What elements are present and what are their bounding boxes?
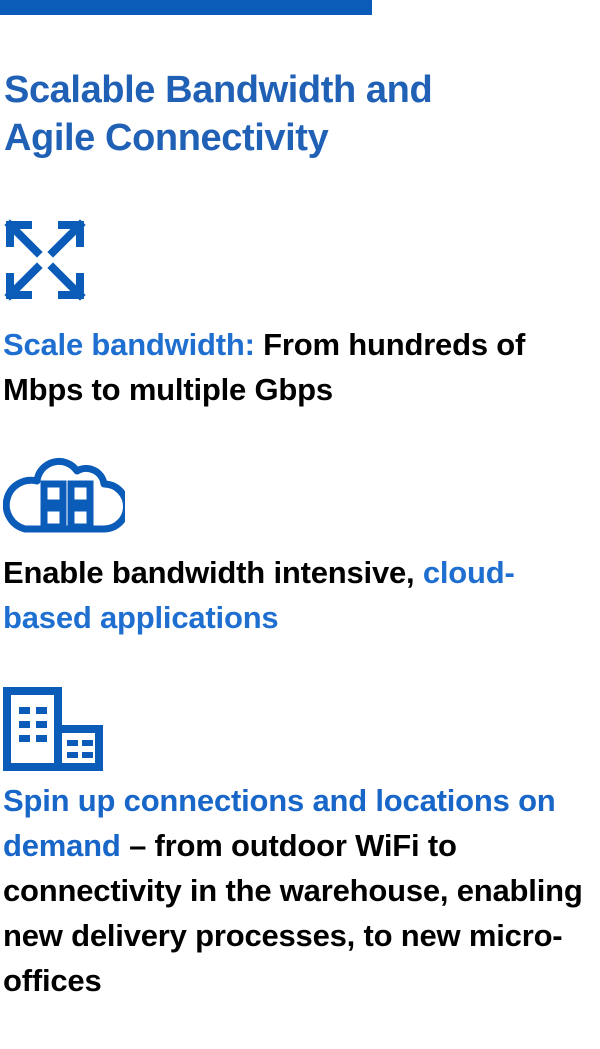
cloud-apps-icon [3, 455, 125, 535]
feature-text-cloud-apps: Enable bandwidth intensive, cloud-based … [3, 550, 597, 640]
feature-text-scale-bandwidth: Scale bandwidth: From hundreds of Mbps t… [3, 322, 597, 412]
feature-text-rest: – from outdoor WiFi to connectivity in t… [3, 828, 583, 998]
page-title: Scalable Bandwidth and Agile Connectivit… [4, 66, 580, 162]
feature-text-highlight: Spin up connections and locations on dem… [3, 783, 556, 863]
page-title-line-2: Agile Connectivity [4, 117, 329, 159]
expand-arrows-icon [3, 218, 87, 302]
feature-text-rest: Enable bandwidth intensive, [3, 555, 415, 590]
feature-text-on-demand: Spin up connections and locations on dem… [3, 778, 597, 1003]
accent-bar [0, 0, 372, 15]
feature-text-highlight: cloud-based applications [3, 555, 515, 635]
feature-text-rest: From hundreds of Mbps to multiple Gbps [3, 327, 526, 407]
page-title-line-1: Scalable Bandwidth and [4, 69, 433, 111]
buildings-icon [3, 687, 103, 771]
feature-text-highlight: Scale bandwidth: [3, 327, 255, 362]
